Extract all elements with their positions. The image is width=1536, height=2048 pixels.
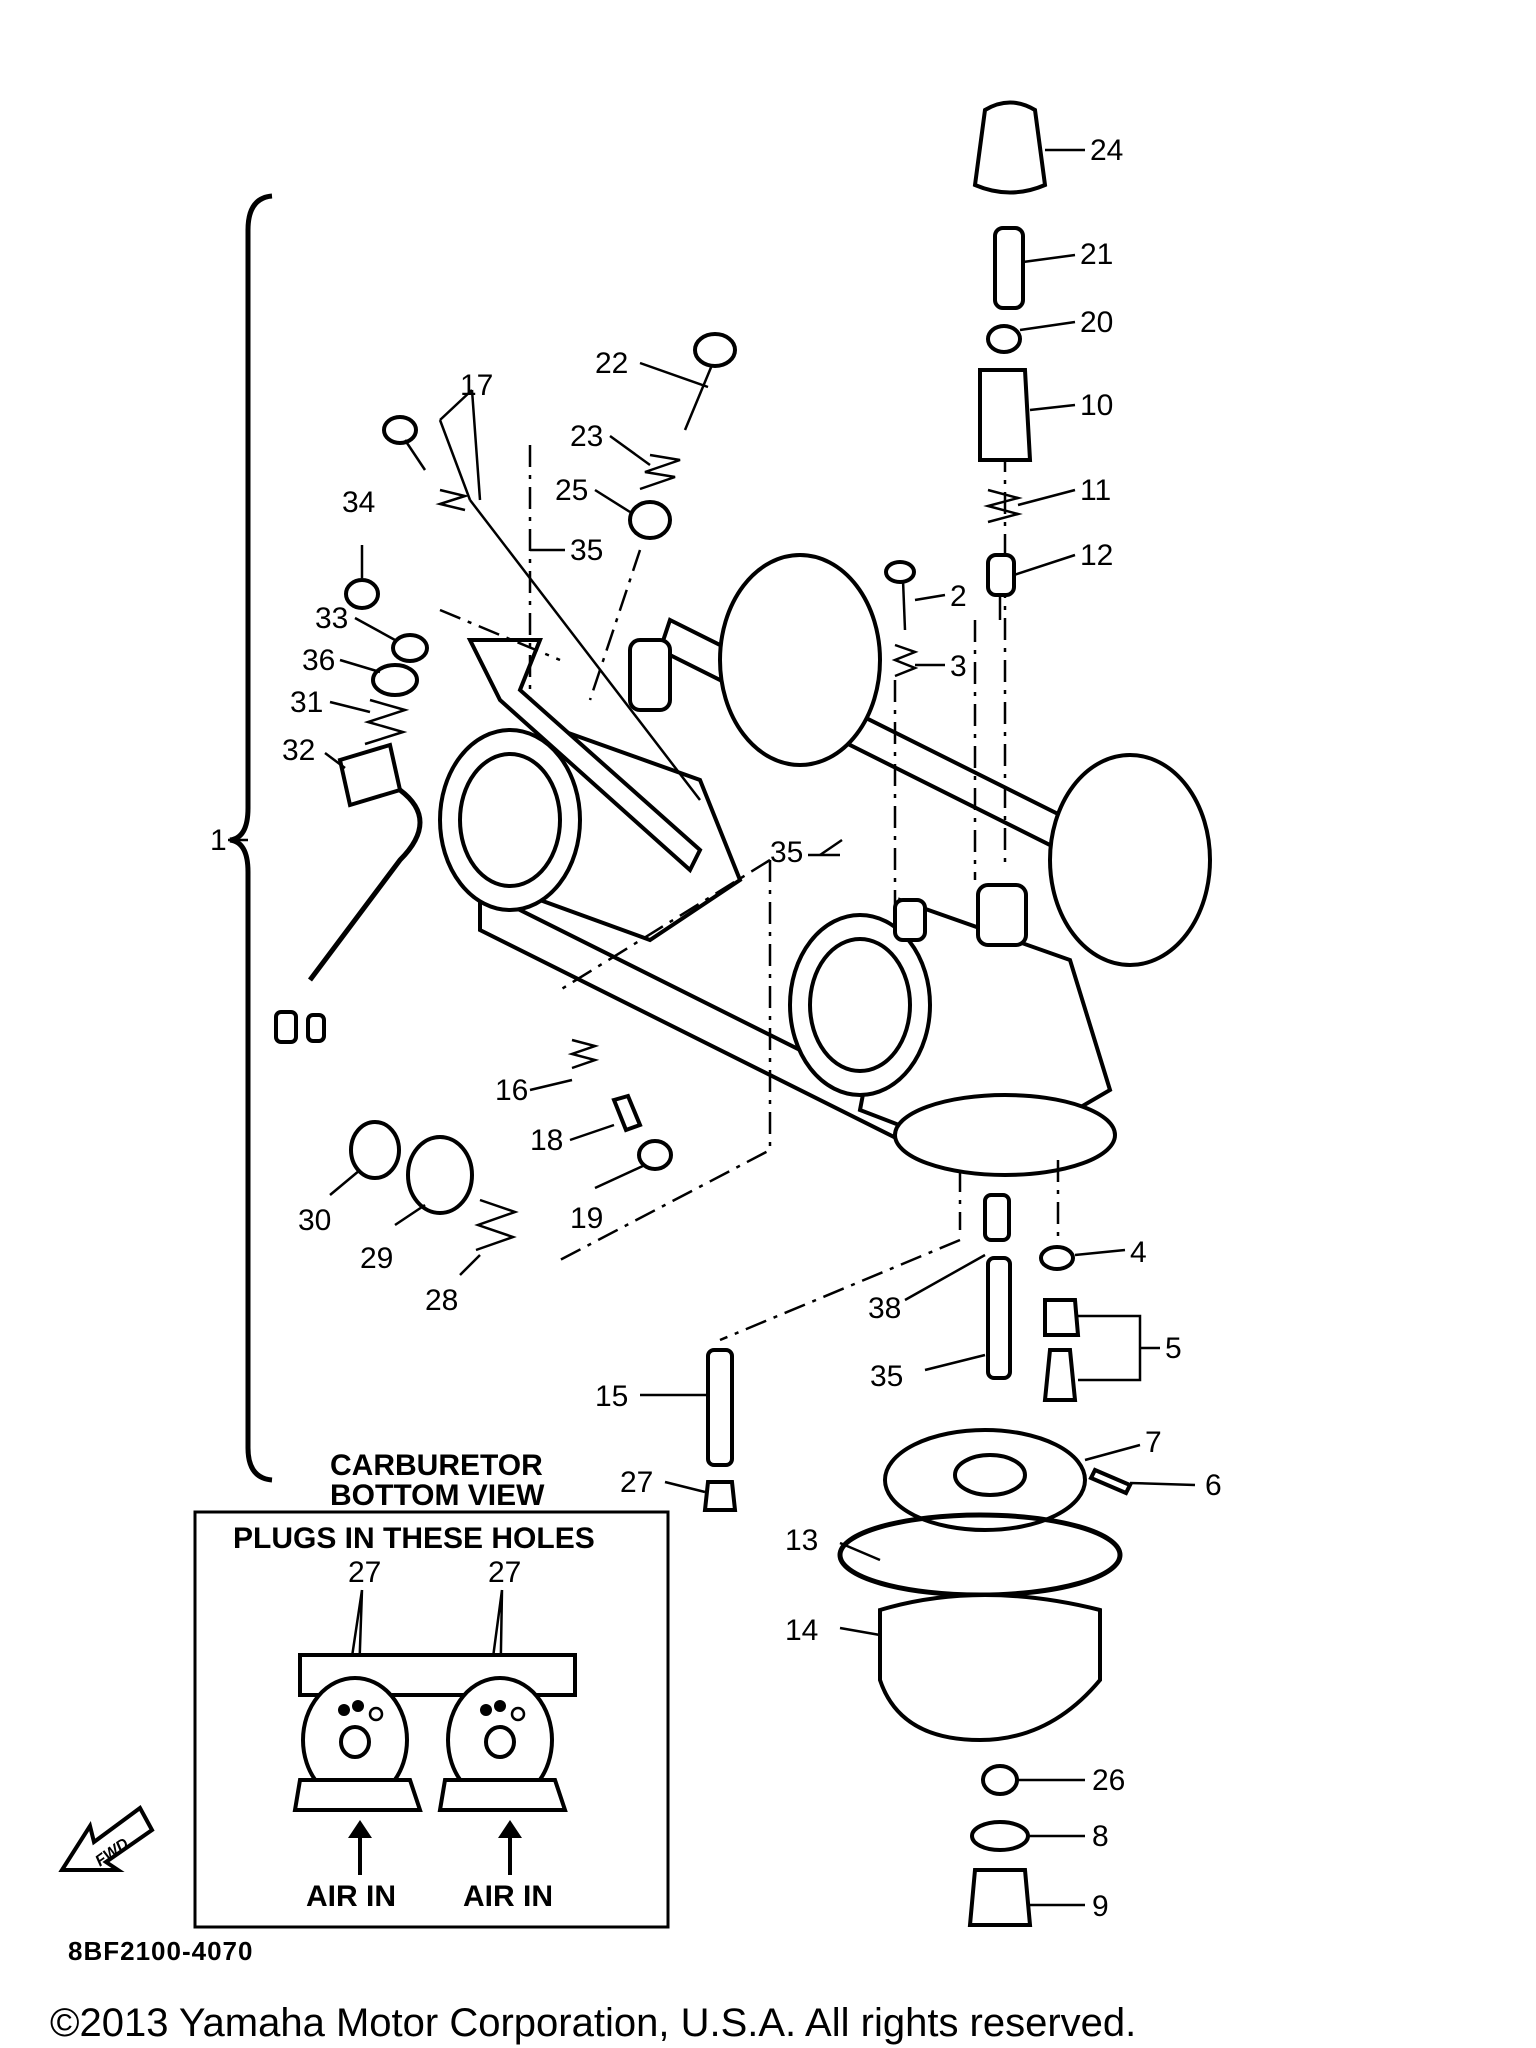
callout-35-mid: 35 — [770, 836, 803, 869]
air-arrow-right — [498, 1820, 522, 1875]
callout-25: 25 — [555, 474, 588, 507]
callout-31: 31 — [290, 686, 323, 719]
callout-32: 32 — [282, 734, 315, 767]
inset-frame — [193, 1510, 670, 1929]
callout-30: 30 — [298, 1204, 331, 1237]
callout-12: 12 — [1080, 539, 1113, 572]
small-parts — [274, 100, 1133, 1927]
callout-35-top: 35 — [570, 534, 603, 567]
plug-label-right: 27 — [488, 1556, 521, 1589]
callout-19: 19 — [570, 1202, 603, 1235]
callout-5: 5 — [1165, 1332, 1182, 1365]
callout-28: 28 — [425, 1284, 458, 1317]
callout-22: 22 — [595, 347, 628, 380]
leader-lines — [228, 148, 1196, 1907]
copyright: ©2013 Yamaha Motor Corporation, U.S.A. A… — [50, 2001, 1136, 2045]
assembly-lines — [439, 445, 1060, 1342]
inset-heading-line1: CARBURETOR — [330, 1449, 543, 1482]
air-in-left: AIR IN — [306, 1880, 396, 1913]
callout-6: 6 — [1205, 1469, 1222, 1502]
callout-3: 3 — [950, 650, 967, 683]
air-in-right: AIR IN — [463, 1880, 553, 1913]
callout-15: 15 — [595, 1380, 628, 1413]
inset-subheading: PLUGS IN THESE HOLES — [233, 1522, 595, 1555]
callout-10: 10 — [1080, 389, 1113, 422]
callout-21: 21 — [1080, 238, 1113, 271]
bottom-view-inset: CARBURETOR BOTTOM VIEW PLUGS IN THESE HO… — [193, 1449, 670, 1929]
inset-heading-line2: BOTTOM VIEW — [330, 1479, 545, 1512]
callout-4: 4 — [1130, 1236, 1147, 1269]
callout-14: 14 — [785, 1614, 818, 1647]
air-arrow-left — [348, 1820, 372, 1875]
callout-11: 11 — [1080, 474, 1111, 507]
carburetor-body — [438, 553, 1212, 1177]
callout-7: 7 — [1145, 1426, 1162, 1459]
callout-33: 33 — [315, 602, 348, 635]
callout-17: 17 — [460, 369, 493, 402]
callout-16: 16 — [495, 1074, 528, 1107]
callouts: 24 21 20 10 11 12 2 3 22 17 23 25 35 34 … — [210, 134, 1222, 1923]
callout-26: 26 — [1092, 1764, 1125, 1797]
plug-label-left: 27 — [348, 1556, 381, 1589]
callout-23: 23 — [570, 420, 603, 453]
callout-18: 18 — [530, 1124, 563, 1157]
callout-2: 2 — [950, 580, 967, 613]
callout-13: 13 — [785, 1524, 818, 1557]
callout-9: 9 — [1092, 1890, 1109, 1923]
assembly-brace — [229, 193, 273, 1483]
callout-36: 35 — [870, 1360, 903, 1393]
callout-29: 29 — [360, 1242, 393, 1275]
callout-24: 24 — [1090, 134, 1123, 167]
callout-8: 8 — [1092, 1820, 1109, 1853]
callout-37: 36 — [302, 644, 335, 677]
callout-1: 1 — [210, 824, 227, 857]
callout-20: 20 — [1080, 306, 1113, 339]
callout-38: 38 — [868, 1292, 901, 1325]
diagram-code: 8BF2100-4070 — [68, 1936, 253, 1966]
callout-27: 27 — [620, 1466, 653, 1499]
fwd-arrow: FWD — [58, 1805, 155, 1872]
callout-34: 34 — [342, 486, 375, 519]
